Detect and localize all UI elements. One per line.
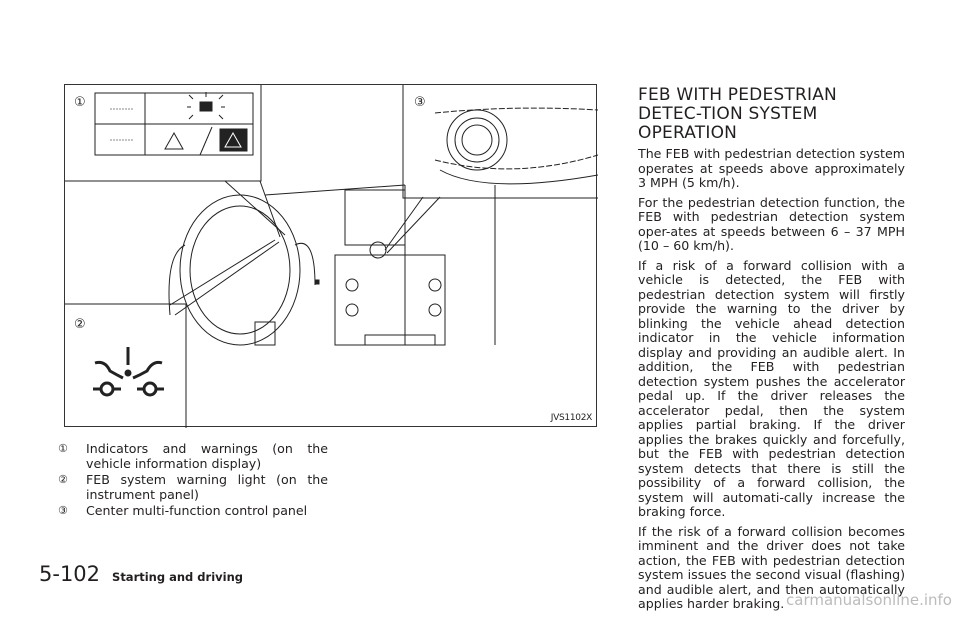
caption-number: ③ xyxy=(58,504,68,517)
dashboard-illustration: ① ② ③ JVS1102X xyxy=(64,84,598,428)
figure-captions: ① Indicators and warnings (on the vehicl… xyxy=(58,441,328,521)
inset-control-panel: ③ xyxy=(402,85,598,199)
paragraph: The FEB with pedestrian detection system… xyxy=(638,146,905,190)
paragraph: If the risk of a forward collision becom… xyxy=(638,523,905,611)
page-footer: 5-102 Starting and driving xyxy=(39,562,243,586)
caption-item: ① Indicators and warnings (on the vehicl… xyxy=(58,441,328,471)
caption-text: Indicators and warnings (on the vehicle … xyxy=(86,441,328,471)
paragraph: For the pedestrian detection function, t… xyxy=(638,194,905,253)
section-title: Starting and driving xyxy=(112,570,243,584)
callout-2: ② xyxy=(74,317,86,332)
paragraph: If a risk of a forward collision with a … xyxy=(638,257,905,519)
figure-code: JVS1102X xyxy=(550,413,593,423)
dashboard-drawing: ① ② ③ xyxy=(65,85,598,428)
caption-text: Center multi-function control panel xyxy=(86,503,308,518)
warning-vehicle-filled-icon xyxy=(219,128,248,152)
inset-feb-warning-light: ② xyxy=(65,303,187,428)
warning-vehicle-outline-icon xyxy=(164,131,184,150)
vehicle-ahead-blinking-icon xyxy=(199,101,213,112)
caption-number: ② xyxy=(58,473,68,486)
callout-3: ③ xyxy=(414,95,426,110)
page-number: 5-102 xyxy=(39,562,101,586)
caption-text: FEB system warning light (on the instrum… xyxy=(86,472,328,502)
caption-item: ② FEB system warning light (on the instr… xyxy=(58,472,328,502)
feb-warning-light-icon xyxy=(93,347,164,397)
section-heading: FEB WITH PEDESTRIAN DETEC-TION SYSTEM OP… xyxy=(638,85,837,143)
inset-indicators xyxy=(65,85,262,182)
dashboard-lines xyxy=(168,184,496,346)
watermark: carmanualsonline.info xyxy=(786,591,952,609)
caption-number: ① xyxy=(58,442,68,455)
section-column: FEB WITH PEDESTRIAN DETEC-TION SYSTEM OP… xyxy=(638,86,905,617)
callout-1: ① xyxy=(74,95,86,110)
caption-item: ③ Center multi-function control panel xyxy=(58,503,328,519)
